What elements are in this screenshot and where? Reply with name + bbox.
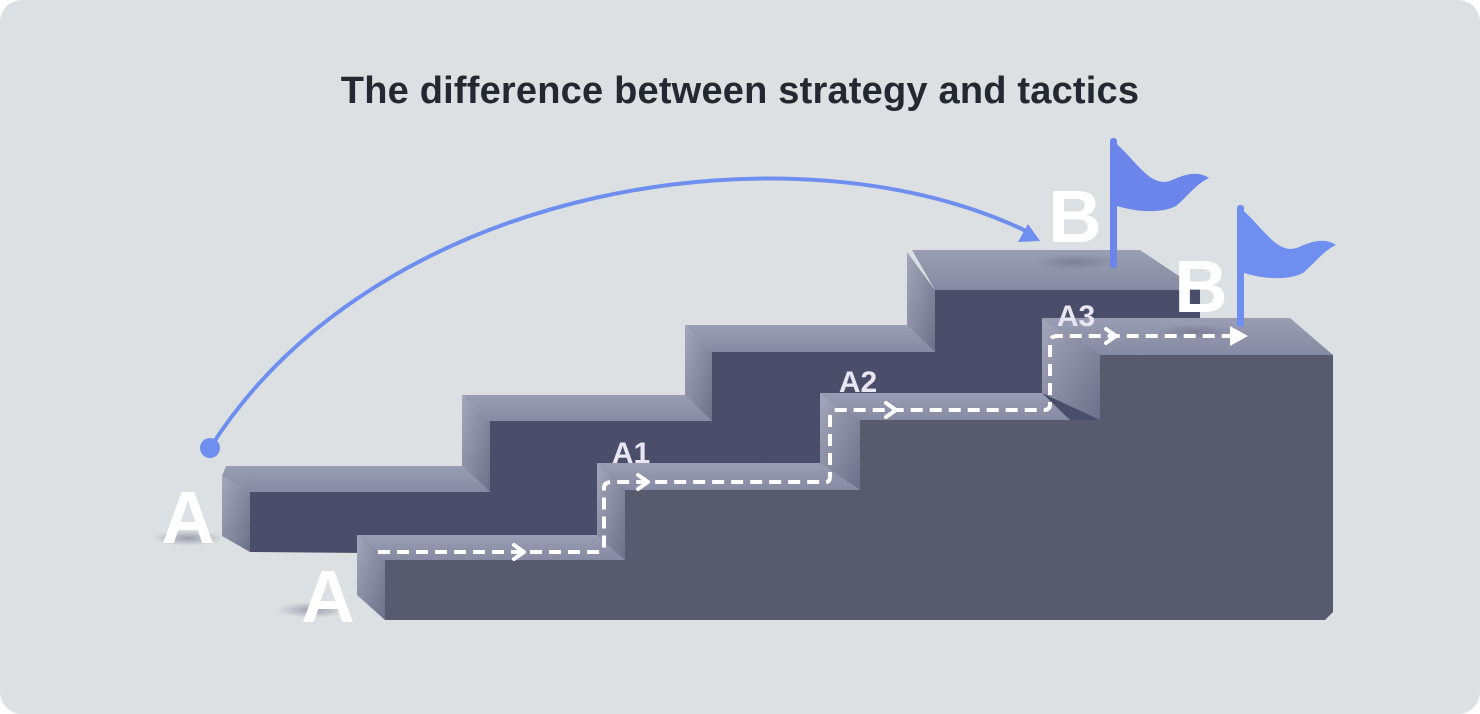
strategy-end-label: B [1048,175,1101,258]
chevron-right-icon [636,473,650,491]
flag-icon [1110,138,1209,268]
arrowhead-icon [1018,224,1040,242]
letter-shadow [152,530,224,546]
strategy-start-label: A [161,476,214,559]
chevron-right-icon [884,401,898,419]
tactics-start-label: A [301,555,354,638]
step-label-a3: A3 [1057,300,1095,333]
letter-shadow [1035,254,1115,270]
arrowhead-icon [1230,326,1248,346]
page-title: The difference between strategy and tact… [340,70,1140,112]
flag-icon [1237,205,1336,327]
step-label-a2: A2 [839,366,877,399]
start-dot [200,438,220,458]
tactics-path [378,334,1232,554]
chevron-right-icon [1104,327,1118,345]
step-label-a1: A1 [612,437,650,470]
strategy-arc [208,176,1029,450]
letter-shadow [276,602,348,618]
tactics-end-label: B [1174,245,1227,328]
chevron-right-icon [512,543,526,561]
